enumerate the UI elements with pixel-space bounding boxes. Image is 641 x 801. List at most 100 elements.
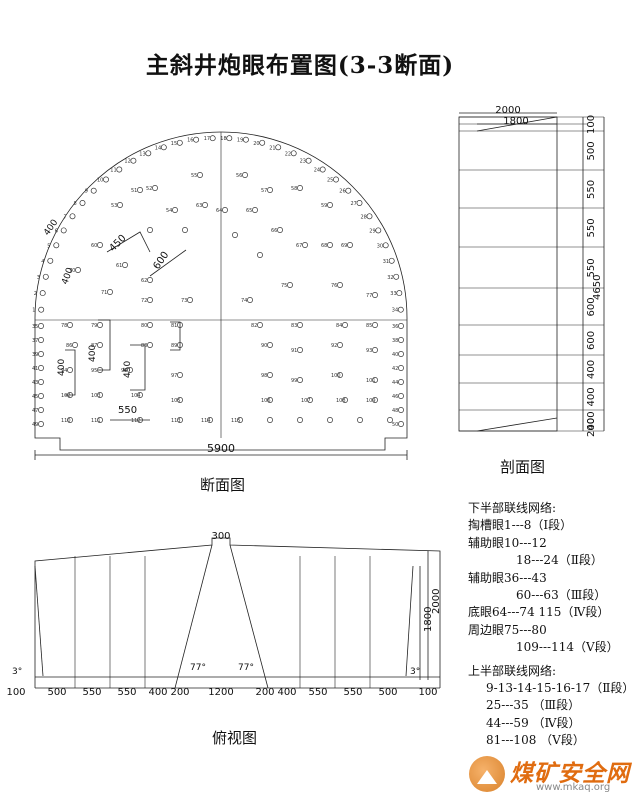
hole-label: 22 — [285, 151, 291, 157]
blast-hole — [342, 397, 348, 403]
hole-label: 30 — [377, 243, 383, 249]
blast-hole — [103, 176, 109, 183]
hole-label: 33 — [390, 291, 396, 297]
blast-hole — [209, 135, 216, 142]
hole-label: 66 — [271, 228, 277, 234]
upper-network-title: 上半部联线网络: — [468, 663, 557, 678]
plan-angle-1: 77° — [190, 663, 206, 673]
plan-angle-4: 3° — [410, 667, 420, 677]
hole-label: 82 — [251, 323, 257, 329]
hole-label: 100 — [331, 373, 341, 379]
plan-bottom-dim: 100 — [6, 687, 25, 698]
blast-hole — [160, 144, 167, 151]
blast-hole — [398, 407, 404, 413]
blast-hole — [327, 242, 333, 248]
hole-label: 29 — [369, 228, 375, 234]
blast-hole — [372, 397, 378, 403]
blast-hole — [396, 290, 403, 297]
blast-hole — [232, 232, 238, 238]
hole-label: 19 — [237, 138, 243, 144]
blast-hole — [38, 351, 44, 357]
blast-hole — [42, 273, 49, 280]
hole-label: 23 — [300, 159, 306, 165]
blast-hole — [259, 139, 266, 146]
blast-hole — [67, 417, 73, 423]
section-dim-7: 550 — [118, 405, 137, 416]
blast-hole — [79, 200, 86, 206]
blast-hole — [38, 407, 44, 413]
blast-hole — [319, 166, 326, 173]
blast-hole — [47, 257, 54, 264]
blast-hole — [145, 150, 152, 157]
blast-hole — [177, 397, 183, 403]
hole-label: 86 — [66, 343, 72, 349]
blast-hole — [147, 342, 153, 348]
hole-label: 68 — [321, 243, 327, 249]
blast-hole — [116, 166, 123, 173]
hole-label: 51 — [131, 188, 137, 194]
blast-hole — [38, 306, 45, 313]
blast-hole — [327, 417, 333, 423]
profile-side-dim: 200 — [586, 418, 597, 437]
section-dim-6: 450 — [123, 361, 133, 378]
hole-label: 75 — [281, 283, 287, 289]
blast-hole — [67, 392, 73, 398]
blast-hole — [137, 187, 143, 193]
hole-label: 27 — [351, 201, 357, 207]
plan-bottom-dim: 200 — [255, 687, 274, 698]
hole-label: 112 — [131, 418, 141, 424]
blast-hole — [97, 342, 103, 348]
hole-label: 111 — [91, 418, 101, 424]
site-logo[interactable]: 煤矿安全网 www.mkaq.org — [466, 754, 636, 798]
blast-hole — [39, 290, 46, 297]
blast-hole — [372, 377, 378, 383]
plan-bottom-dim: 500 — [47, 687, 66, 698]
hole-label: 25 — [327, 178, 333, 184]
hole-label: 73 — [181, 298, 187, 304]
hole-label: 101 — [366, 378, 376, 384]
blast-hole — [387, 417, 393, 423]
hole-label: 96 — [121, 368, 127, 374]
blast-holes — [38, 135, 404, 427]
lower-line-4: 辅助眼36---43 — [468, 570, 547, 585]
blast-hole — [38, 379, 44, 385]
hole-label: 9 — [85, 189, 88, 195]
hole-label: 56 — [236, 173, 242, 179]
hole-label: 12 — [124, 159, 130, 165]
hole-label: 67 — [296, 243, 302, 249]
blast-hole — [398, 351, 404, 357]
blast-hole — [397, 306, 404, 313]
blast-hole — [267, 342, 273, 348]
blast-hole — [237, 417, 243, 423]
blast-hole — [172, 207, 178, 213]
blast-hole — [147, 227, 153, 233]
blast-hole — [177, 372, 183, 378]
profile-side-dim: 500 — [586, 141, 597, 160]
blast-hole — [187, 297, 193, 303]
blast-hole — [127, 367, 133, 373]
blast-hole — [257, 252, 263, 258]
blast-hole — [398, 379, 404, 385]
hole-label: 55 — [191, 173, 197, 179]
hole-label: 45 — [32, 394, 38, 400]
hole-label: 110 — [61, 418, 71, 424]
blast-hole — [277, 227, 283, 233]
hole-label: 109 — [366, 398, 376, 404]
blast-hole — [398, 365, 404, 371]
upper-line-3: 44---59 （Ⅳ段） — [486, 715, 581, 730]
blast-hole — [97, 322, 103, 328]
hole-label: 41 — [32, 366, 38, 372]
profile-side-dim: 600 — [586, 297, 597, 316]
blast-hole — [297, 377, 303, 383]
hole-label: 107 — [301, 398, 311, 404]
hole-label: 60 — [91, 243, 97, 249]
blast-hole — [267, 372, 273, 378]
hole-label: 49 — [32, 422, 38, 428]
hole-label: 32 — [387, 275, 393, 281]
mountain-logo-icon — [469, 756, 505, 792]
hole-label: 17 — [204, 136, 210, 142]
section-total-width: 5900 — [207, 442, 235, 455]
profile-outline — [458, 116, 558, 432]
hole-label: 21 — [269, 145, 275, 151]
